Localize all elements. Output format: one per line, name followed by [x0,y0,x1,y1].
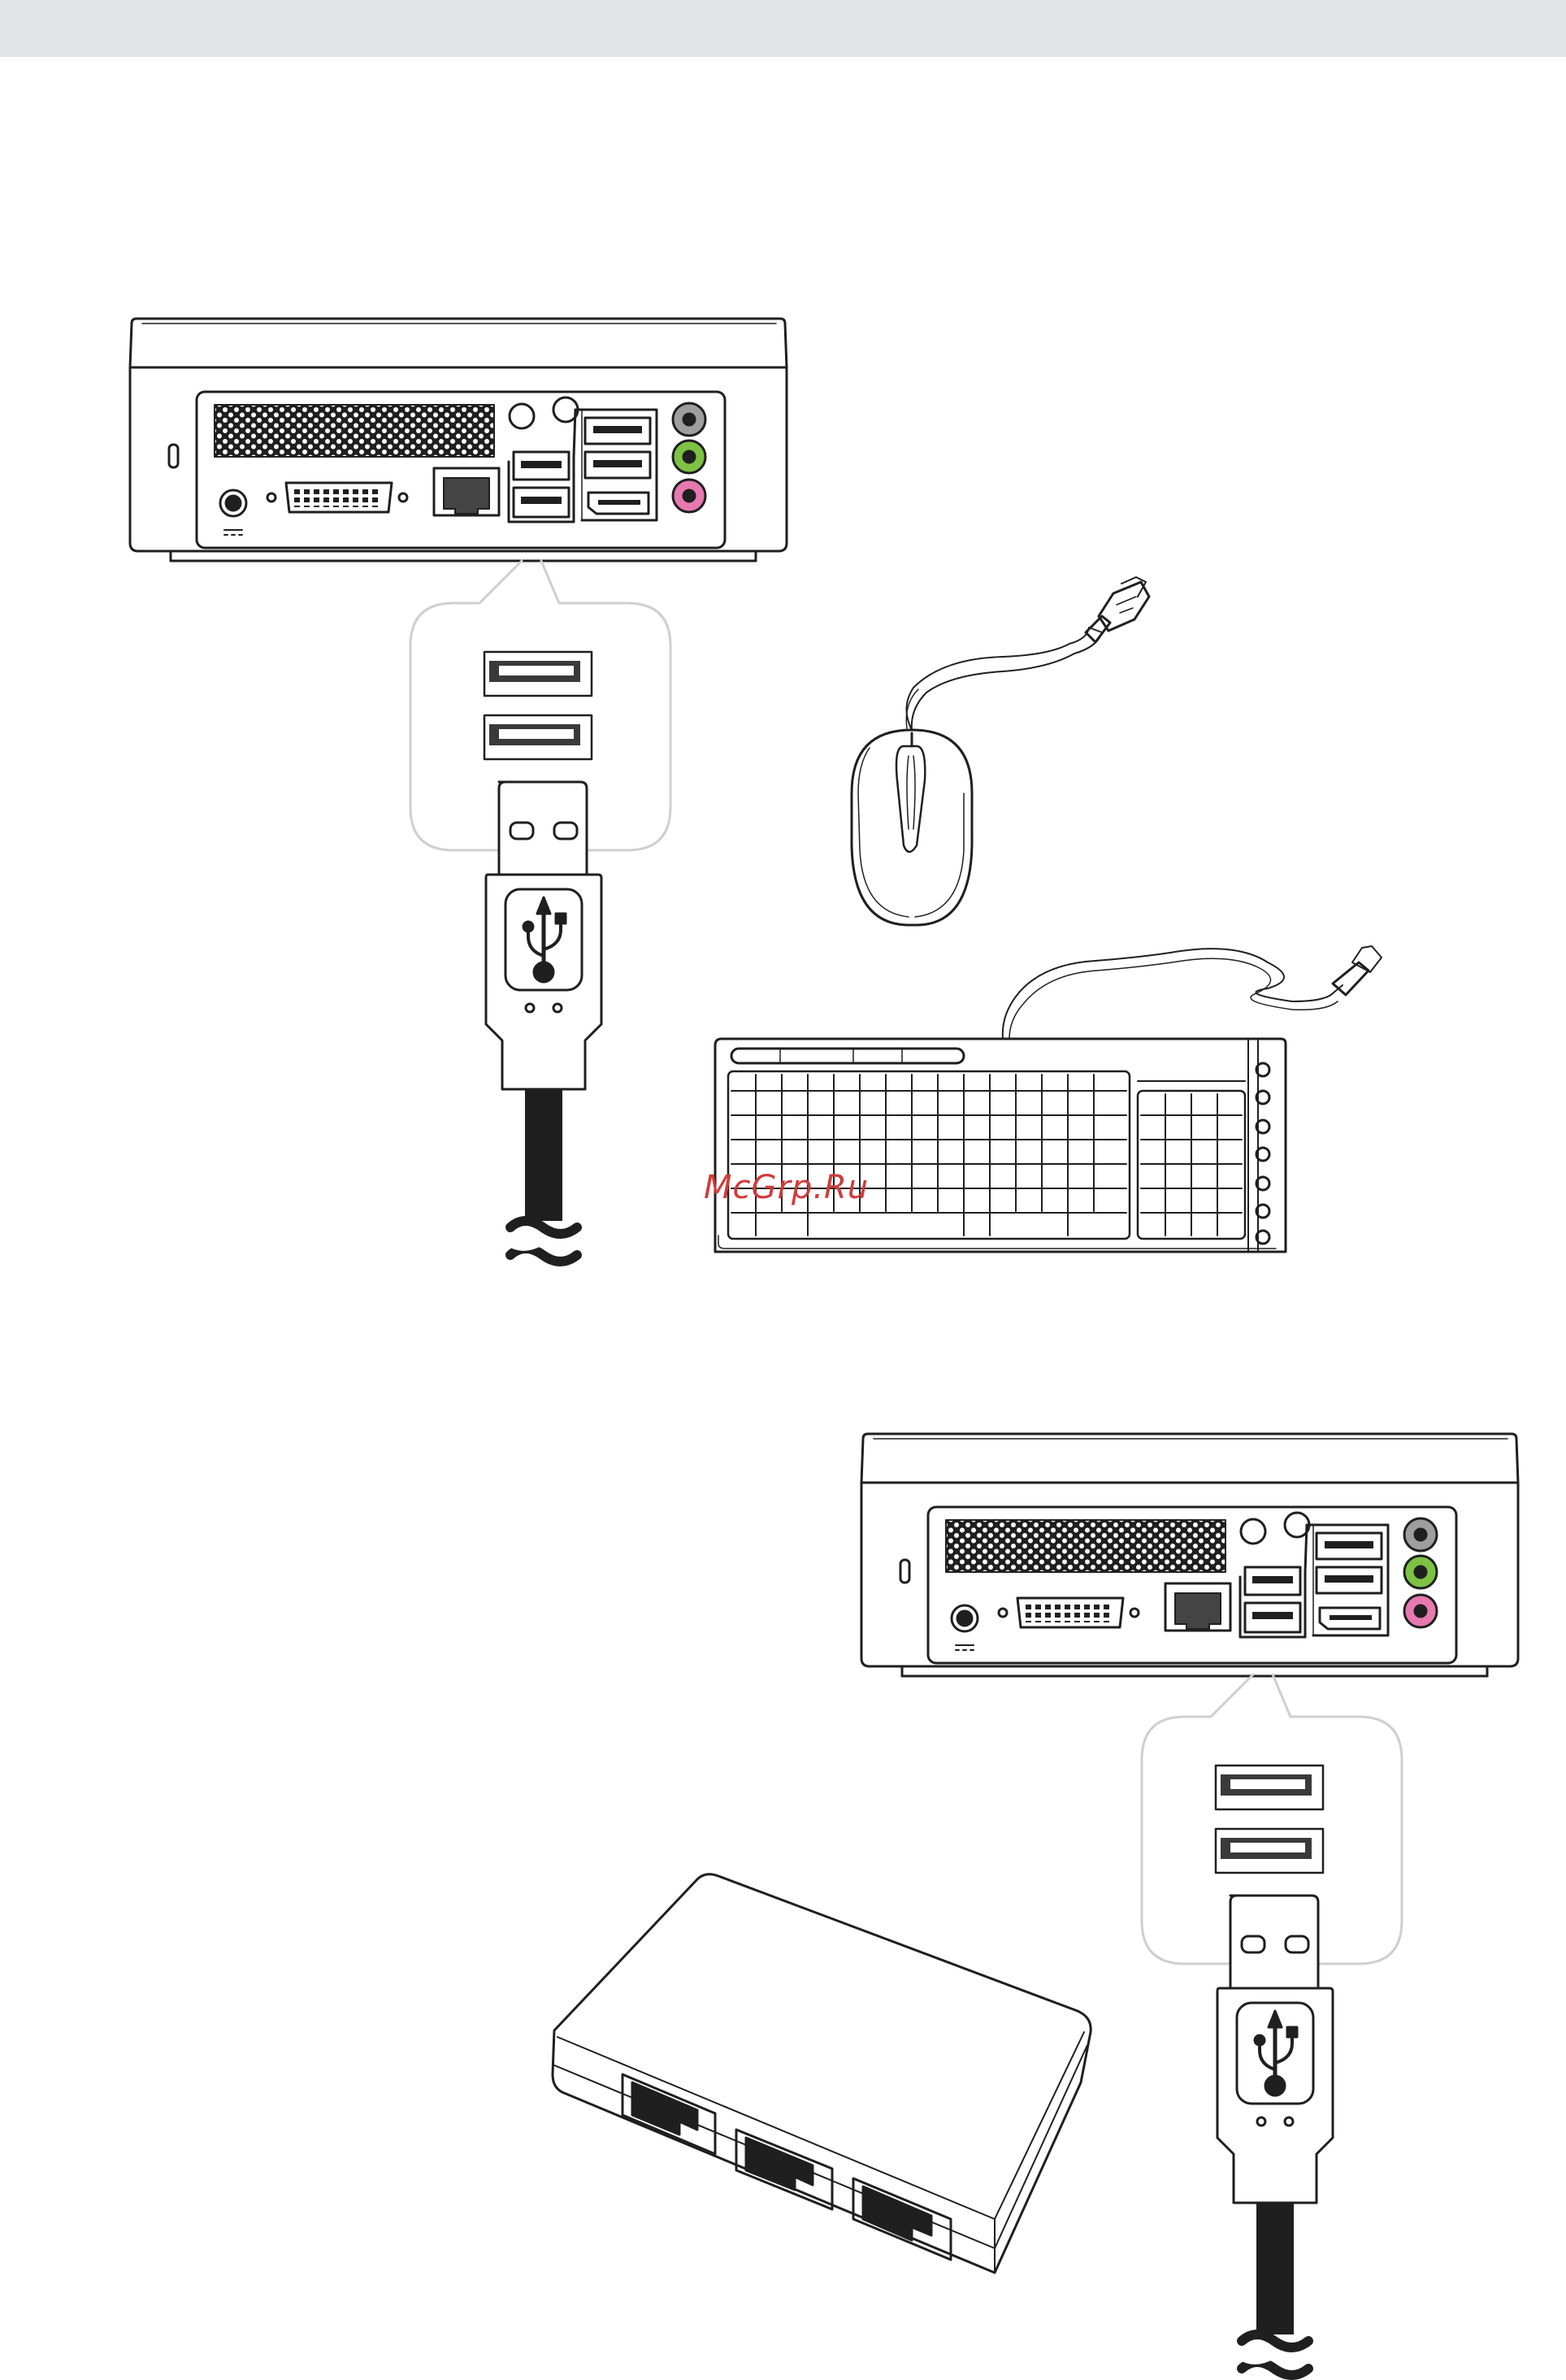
hub-port-2 [736,2130,832,2209]
figure-2-usb-hub-connection [553,1434,1518,2375]
mini-pc-rear-panel [130,319,787,561]
usb-plug-2 [1217,1896,1333,2375]
figure-1-keyboard-mouse-connection [130,319,1382,1262]
usb-mouse [852,577,1149,925]
mini-pc-rear-panel-2 [861,1434,1518,1676]
usb-hub [553,1874,1091,2273]
hub-port-1 [622,2074,715,2154]
usb-plug [486,782,601,1262]
watermark: McGrp.Ru [704,1169,869,1206]
